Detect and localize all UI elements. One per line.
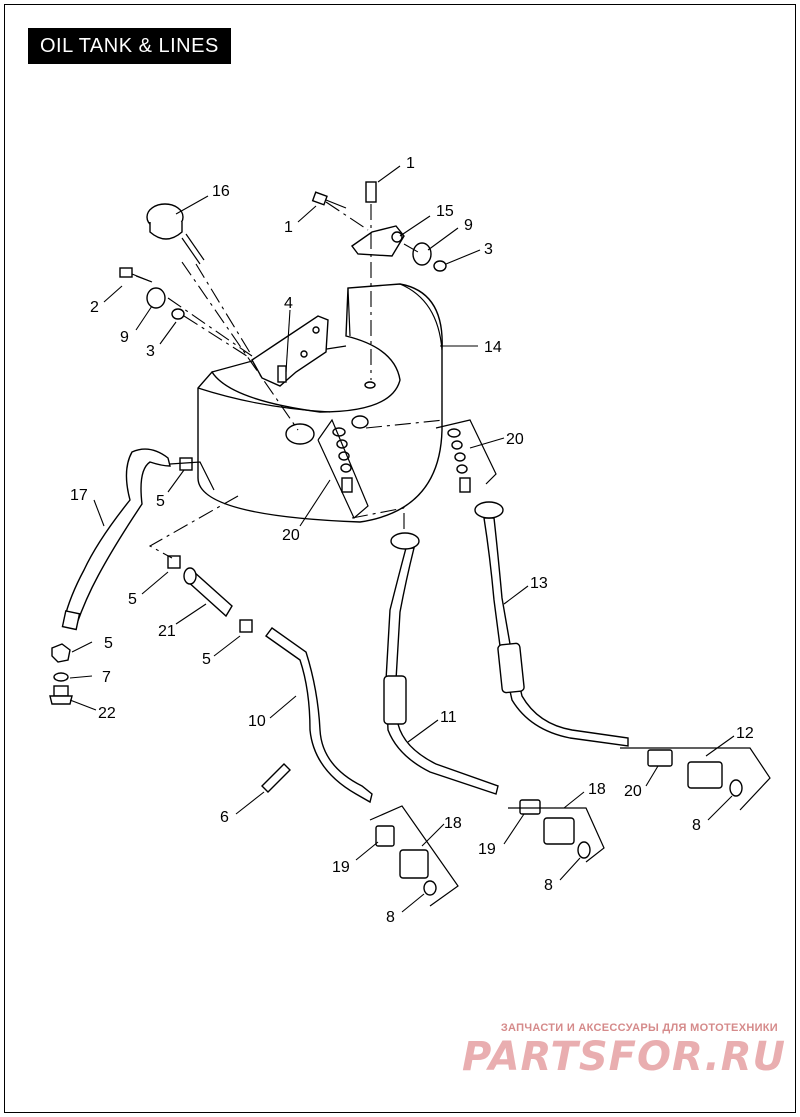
callout-3a: 3 [484,241,493,258]
callout-6: 6 [220,809,229,826]
callout-14: 14 [484,339,502,356]
watermark-subtitle: ЗАПЧАСТИ И АКСЕССУАРЫ ДЛЯ МОТОТЕХНИКИ [500,1022,778,1034]
diagram-title: OIL TANK & LINES [28,28,231,64]
callout-15: 15 [436,203,454,220]
callout-5c: 5 [202,651,211,668]
oil-line-13 [474,501,629,747]
callout-17: 17 [70,487,88,504]
callout-3b: 3 [146,343,155,360]
mounting-bracket [251,315,329,387]
hose-21 [183,567,233,618]
callout-1b: 1 [284,219,293,236]
fitting-group-lower [375,825,437,896]
grommet-right [412,242,447,272]
callout-20c: 20 [624,783,642,800]
callout-18b: 18 [444,815,462,832]
fitting-group-middle [519,799,591,859]
page-frame [4,4,796,1113]
callout-9a: 9 [464,217,473,234]
callout-11: 11 [440,709,457,726]
callout-7: 7 [102,669,111,686]
leader-lines [69,165,735,913]
fitting-group-right [647,749,743,797]
callout-20a: 20 [506,431,524,448]
callout-19b: 19 [332,859,350,876]
watermark-logo: PARTSFOR.RU [461,1034,786,1080]
callout-13: 13 [530,575,548,592]
callout-16: 16 [212,183,230,200]
callout-5d: 5 [104,635,113,652]
callout-10: 10 [248,713,266,730]
dipstick [146,203,205,265]
callout-8c: 8 [386,909,395,926]
callout-21: 21 [158,623,176,640]
callout-8b: 8 [544,877,553,894]
callout-12: 12 [736,725,754,742]
hose-17 [61,448,171,631]
callout-18a: 18 [588,781,606,798]
callout-9b: 9 [120,329,129,346]
oil-tank [197,283,443,523]
grommet-left [119,267,185,320]
oil-line-10 [265,627,373,804]
callout-2: 2 [90,299,99,316]
clip [261,763,291,793]
assembly-centerlines [135,201,445,559]
top-mount-bracket [311,181,405,257]
callout-20b: 20 [282,527,300,544]
clamps [51,457,253,663]
oil-line-11 [383,532,499,795]
callout-labels: 1 1 16 15 9 3 2 4 9 3 14 20 17 5 20 13 5… [70,155,754,926]
group-brackets [169,418,771,907]
callout-5a: 5 [156,493,165,510]
callout-5b: 5 [128,591,137,608]
callout-19a: 19 [478,841,496,858]
callout-4: 4 [284,295,293,312]
callout-1a: 1 [406,155,415,172]
oring-stack-right [447,428,471,493]
callout-22: 22 [98,705,116,722]
drain-plug [49,672,73,705]
callout-8a: 8 [692,817,701,834]
